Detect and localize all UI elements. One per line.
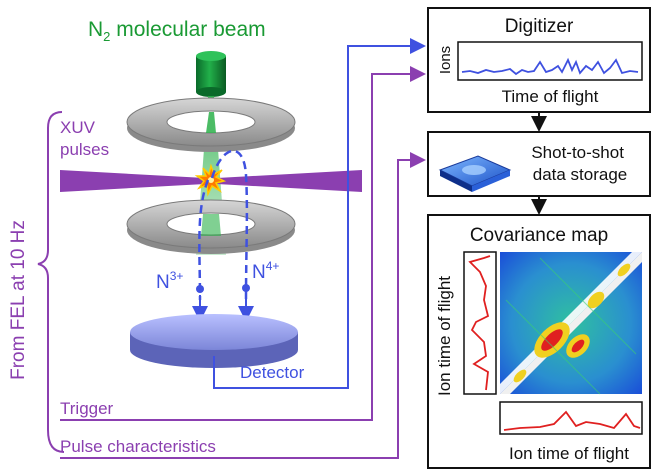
beam-through-ring	[206, 112, 216, 133]
detector-label: Detector	[240, 363, 305, 382]
hard-drive-icon	[438, 155, 512, 192]
ion-dot-n3	[196, 285, 204, 293]
covariance-side-plot-frame	[463, 251, 497, 395]
ion-label-n3: N3+	[156, 269, 183, 293]
digitizer-xlabel: Time of flight	[502, 87, 599, 106]
covariance-side-trace	[468, 255, 491, 391]
xuv-pulse-beam	[60, 170, 362, 192]
ion-label-n4: N4+	[252, 259, 279, 283]
beam-through-lower-ring	[201, 214, 221, 236]
trigger-label: Trigger	[60, 399, 114, 418]
pulse-characteristics-label: Pulse characteristics	[60, 437, 216, 456]
pulse-characteristics-line	[60, 152, 426, 459]
covariance-xlabel: Ion time of flight	[509, 444, 629, 463]
storage-label: Shot-to-shot data storage	[531, 143, 628, 184]
xuv-label: XUV pulses	[60, 118, 109, 159]
covariance-title: Covariance map	[470, 225, 608, 246]
digitizer-trace	[461, 57, 639, 76]
covariance-box: Covariance map Ion time of flight Ion ti…	[427, 214, 651, 469]
fel-brace	[37, 111, 65, 453]
digitizer-ylabel: Ions	[437, 46, 454, 74]
digitizer-box: Digitizer Ions Time of flight	[427, 7, 651, 113]
title-rest: molecular beam	[110, 18, 265, 41]
storage-box: Shot-to-shot data storage	[427, 131, 651, 197]
title-n: N	[88, 18, 103, 41]
digitizer-title: Digitizer	[505, 16, 574, 37]
interaction-spark-icon	[194, 163, 227, 197]
covariance-map-image	[500, 252, 642, 395]
detector-signal-line	[213, 38, 426, 389]
ion-trajectory-n4	[210, 149, 249, 301]
title-sub: 2	[103, 29, 110, 44]
ion-trajectory-n3	[198, 179, 210, 301]
ion-dot-n4	[242, 284, 250, 292]
detector-disc	[130, 314, 298, 368]
trigger-line	[60, 66, 426, 421]
from-fel-label: From FEL at 10 Hz	[8, 220, 29, 380]
molecular-beam-title: N2 molecular beam	[88, 18, 266, 44]
digitizer-plot-frame	[457, 41, 643, 81]
nozzle-cylinder	[196, 51, 226, 97]
covariance-bottom-trace	[503, 410, 641, 431]
covariance-ylabel: Ion time of flight	[435, 276, 454, 396]
